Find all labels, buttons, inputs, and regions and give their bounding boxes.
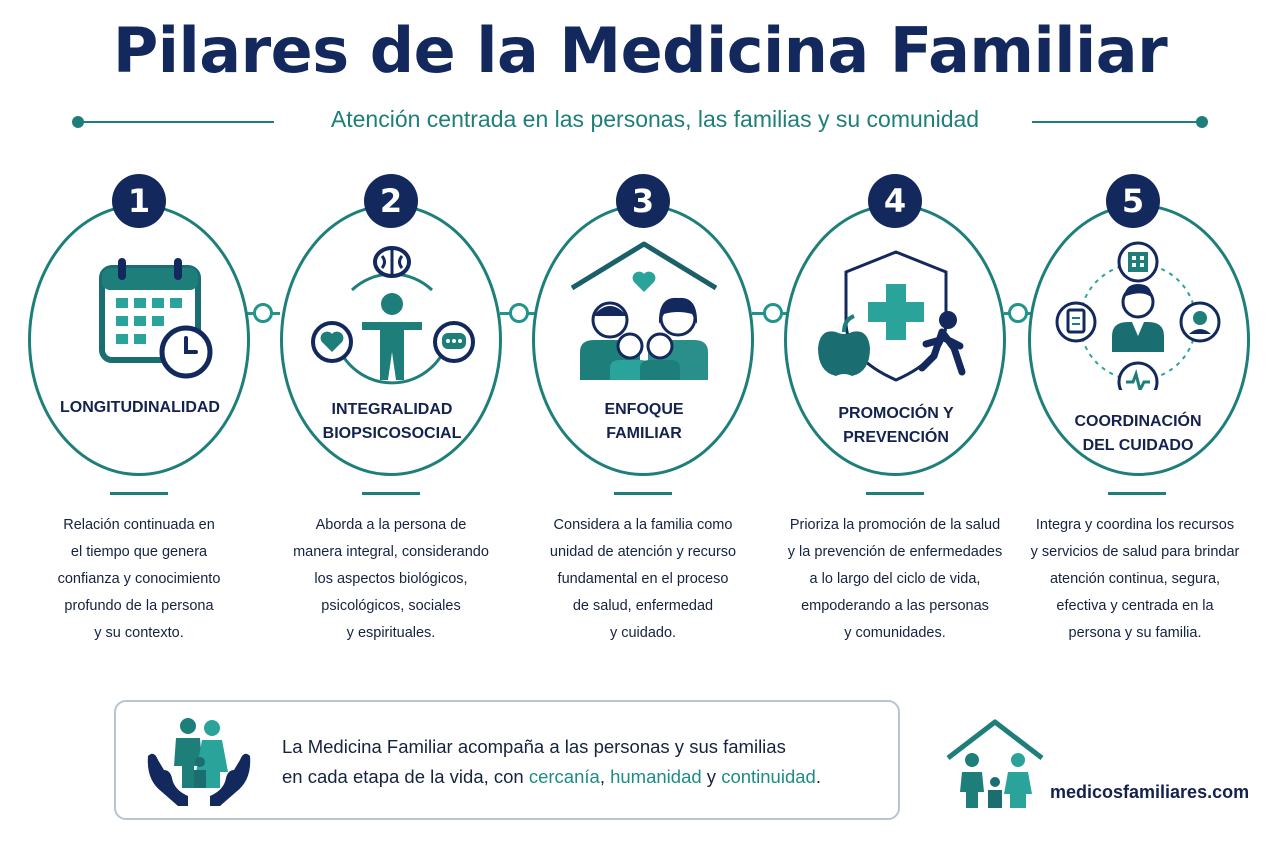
- footer-accent-cercania: cercanía: [528, 766, 600, 787]
- footer-end: .: [815, 766, 821, 787]
- description-line: fundamental en el proceso: [557, 571, 729, 587]
- pillar-title-line2: PREVENCIÓN: [843, 429, 949, 446]
- pillar-number-badge: 4: [868, 174, 922, 228]
- description-line: los aspectos biológicos,: [314, 571, 468, 587]
- description-line: y su contexto.: [94, 625, 184, 641]
- pillar-underline: [1108, 492, 1166, 495]
- pillar-promocion-prevencion: 4 PROMOCIÓN Y PREVENCIÓN Prioriza la pro…: [784, 0, 1024, 853]
- footer-message-box: La Medicina Familiar acompaña a las pers…: [114, 700, 900, 820]
- description-line: empoderando a las personas: [801, 598, 989, 614]
- description-line: Integra y coordina los recursos: [1035, 517, 1235, 533]
- connector-ring-3-4: [763, 303, 783, 323]
- footer-accent-continuidad: continuidad: [721, 766, 816, 787]
- description-line: de salud, enfermedad: [572, 598, 714, 614]
- brand-name: medicosfamiliares.com: [1050, 782, 1250, 802]
- connector-ring-2-3: [509, 303, 529, 323]
- page-subtitle: Atención centrada en las personas, las f…: [330, 106, 980, 132]
- pillar-description: Integra y coordina los recursos y servic…: [1020, 512, 1250, 647]
- person-brain-heart-chat-icon: [292, 240, 492, 390]
- description-line: y comunidades.: [844, 625, 946, 641]
- description-line: unidad de atención y recurso: [549, 544, 737, 560]
- footer-line2: en cada etapa de la vida, con cercanía, …: [282, 762, 882, 792]
- description-line: persona y su familia.: [1068, 625, 1202, 641]
- pillar-title-line1: ENFOQUE: [604, 401, 684, 418]
- pillar-title-line1: PROMOCIÓN Y: [838, 405, 954, 422]
- description-line: Considera a la familia como: [553, 517, 733, 533]
- pillar-title: ENFOQUE FAMILIAR: [544, 398, 744, 446]
- pillar-title-line1: LONGITUDINALIDAD: [60, 399, 220, 416]
- pillar-oval: [532, 204, 754, 476]
- description-line: Relación continuada en: [63, 517, 215, 533]
- description-line: profundo de la persona: [64, 598, 214, 614]
- description-line: psicológicos, sociales: [321, 598, 461, 614]
- subtitle-row: Atención centrada en las personas, las f…: [72, 104, 1208, 138]
- connector-ring-4-5: [1008, 303, 1028, 323]
- description-line: y la prevención de enfermedades: [787, 544, 1003, 560]
- pillar-title-line2: DEL CUIDADO: [1082, 437, 1194, 454]
- pillar-title: PROMOCIÓN Y PREVENCIÓN: [796, 402, 996, 450]
- description-line: a lo largo del ciclo de vida,: [809, 571, 981, 587]
- subtitle-line-right: [1032, 121, 1202, 123]
- pillar-coordinacion: 5 COORDINACIÓN: [1028, 0, 1268, 853]
- subtitle-dot-right: [1196, 116, 1208, 128]
- pillar-title: COORDINACIÓN DEL CUIDADO: [1038, 410, 1238, 458]
- pillar-number-badge: 5: [1106, 174, 1160, 228]
- pillar-number-badge: 3: [616, 174, 670, 228]
- pillar-underline: [110, 492, 168, 495]
- pillar-number-badge: 2: [364, 174, 418, 228]
- pillar-underline: [866, 492, 924, 495]
- description-line: el tiempo que genera: [70, 544, 208, 560]
- pillar-title: LONGITUDINALIDAD: [40, 396, 240, 420]
- description-line: manera integral, considerando: [293, 544, 489, 560]
- pillar-description: Relación continuada en el tiempo que gen…: [24, 512, 254, 647]
- pillar-description: Prioriza la promoción de la salud y la p…: [780, 512, 1010, 647]
- description-line: Prioriza la promoción de la salud: [789, 517, 1001, 533]
- pillar-title-line1: INTEGRALIDAD: [331, 401, 453, 418]
- pillar-underline: [614, 492, 672, 495]
- description-line: y cuidado.: [609, 625, 677, 641]
- footer-message: La Medicina Familiar acompaña a las pers…: [282, 732, 882, 792]
- family-house-icon: [544, 240, 744, 390]
- pillar-longitudinalidad: 1 LONGITUDINALIDAD Relación cont: [28, 0, 268, 853]
- pillar-description: Considera a la familia como unidad de at…: [528, 512, 758, 647]
- pillar-title-line2: FAMILIAR: [606, 425, 682, 442]
- connector-ring-1-2: [253, 303, 273, 323]
- pillar-enfoque-familiar: 3 ENFOQUE FAMILIAR Considera a: [532, 0, 772, 853]
- pillar-title: INTEGRALIDAD BIOPSICOSOCIAL: [292, 398, 492, 446]
- footer-line2-text: en cada etapa de la vida, con: [282, 766, 529, 787]
- footer-separator: y: [701, 766, 722, 787]
- pillar-title-line2: BIOPSICOSOCIAL: [322, 425, 462, 442]
- description-line: confianza y conocimiento: [57, 571, 221, 587]
- description-line: efectiva y centrada en la: [1056, 598, 1214, 614]
- pillar-integralidad: 2 INTEGRALIDAD BIOPSICOSOCIAL Aborda a: [280, 0, 520, 853]
- family-house-logo-icon: [942, 718, 1048, 812]
- description-line: Aborda a la persona de: [315, 517, 467, 533]
- pillar-underline: [362, 492, 420, 495]
- calendar-clock-icon: [40, 240, 240, 390]
- shield-apple-walker-icon: [796, 240, 996, 390]
- footer-line1: La Medicina Familiar acompaña a las pers…: [282, 736, 786, 757]
- description-line: y servicios de salud para brindar: [1030, 544, 1240, 560]
- footer-accent-humanidad: humanidad: [610, 766, 702, 787]
- subtitle-line-left: [78, 121, 274, 123]
- pillar-number-badge: 1: [112, 174, 166, 228]
- doctor-network-icon: [1038, 240, 1238, 403]
- pillar-title-line1: COORDINACIÓN: [1074, 413, 1202, 430]
- footer-separator: ,: [599, 766, 611, 787]
- page-title: Pilares de la Medicina Familiar: [112, 14, 1168, 87]
- description-line: atención continua, segura,: [1049, 571, 1221, 587]
- pillar-description: Aborda a la persona de manera integral, …: [276, 512, 506, 647]
- family-hands-icon: [144, 716, 254, 808]
- description-line: y espirituales.: [346, 625, 436, 641]
